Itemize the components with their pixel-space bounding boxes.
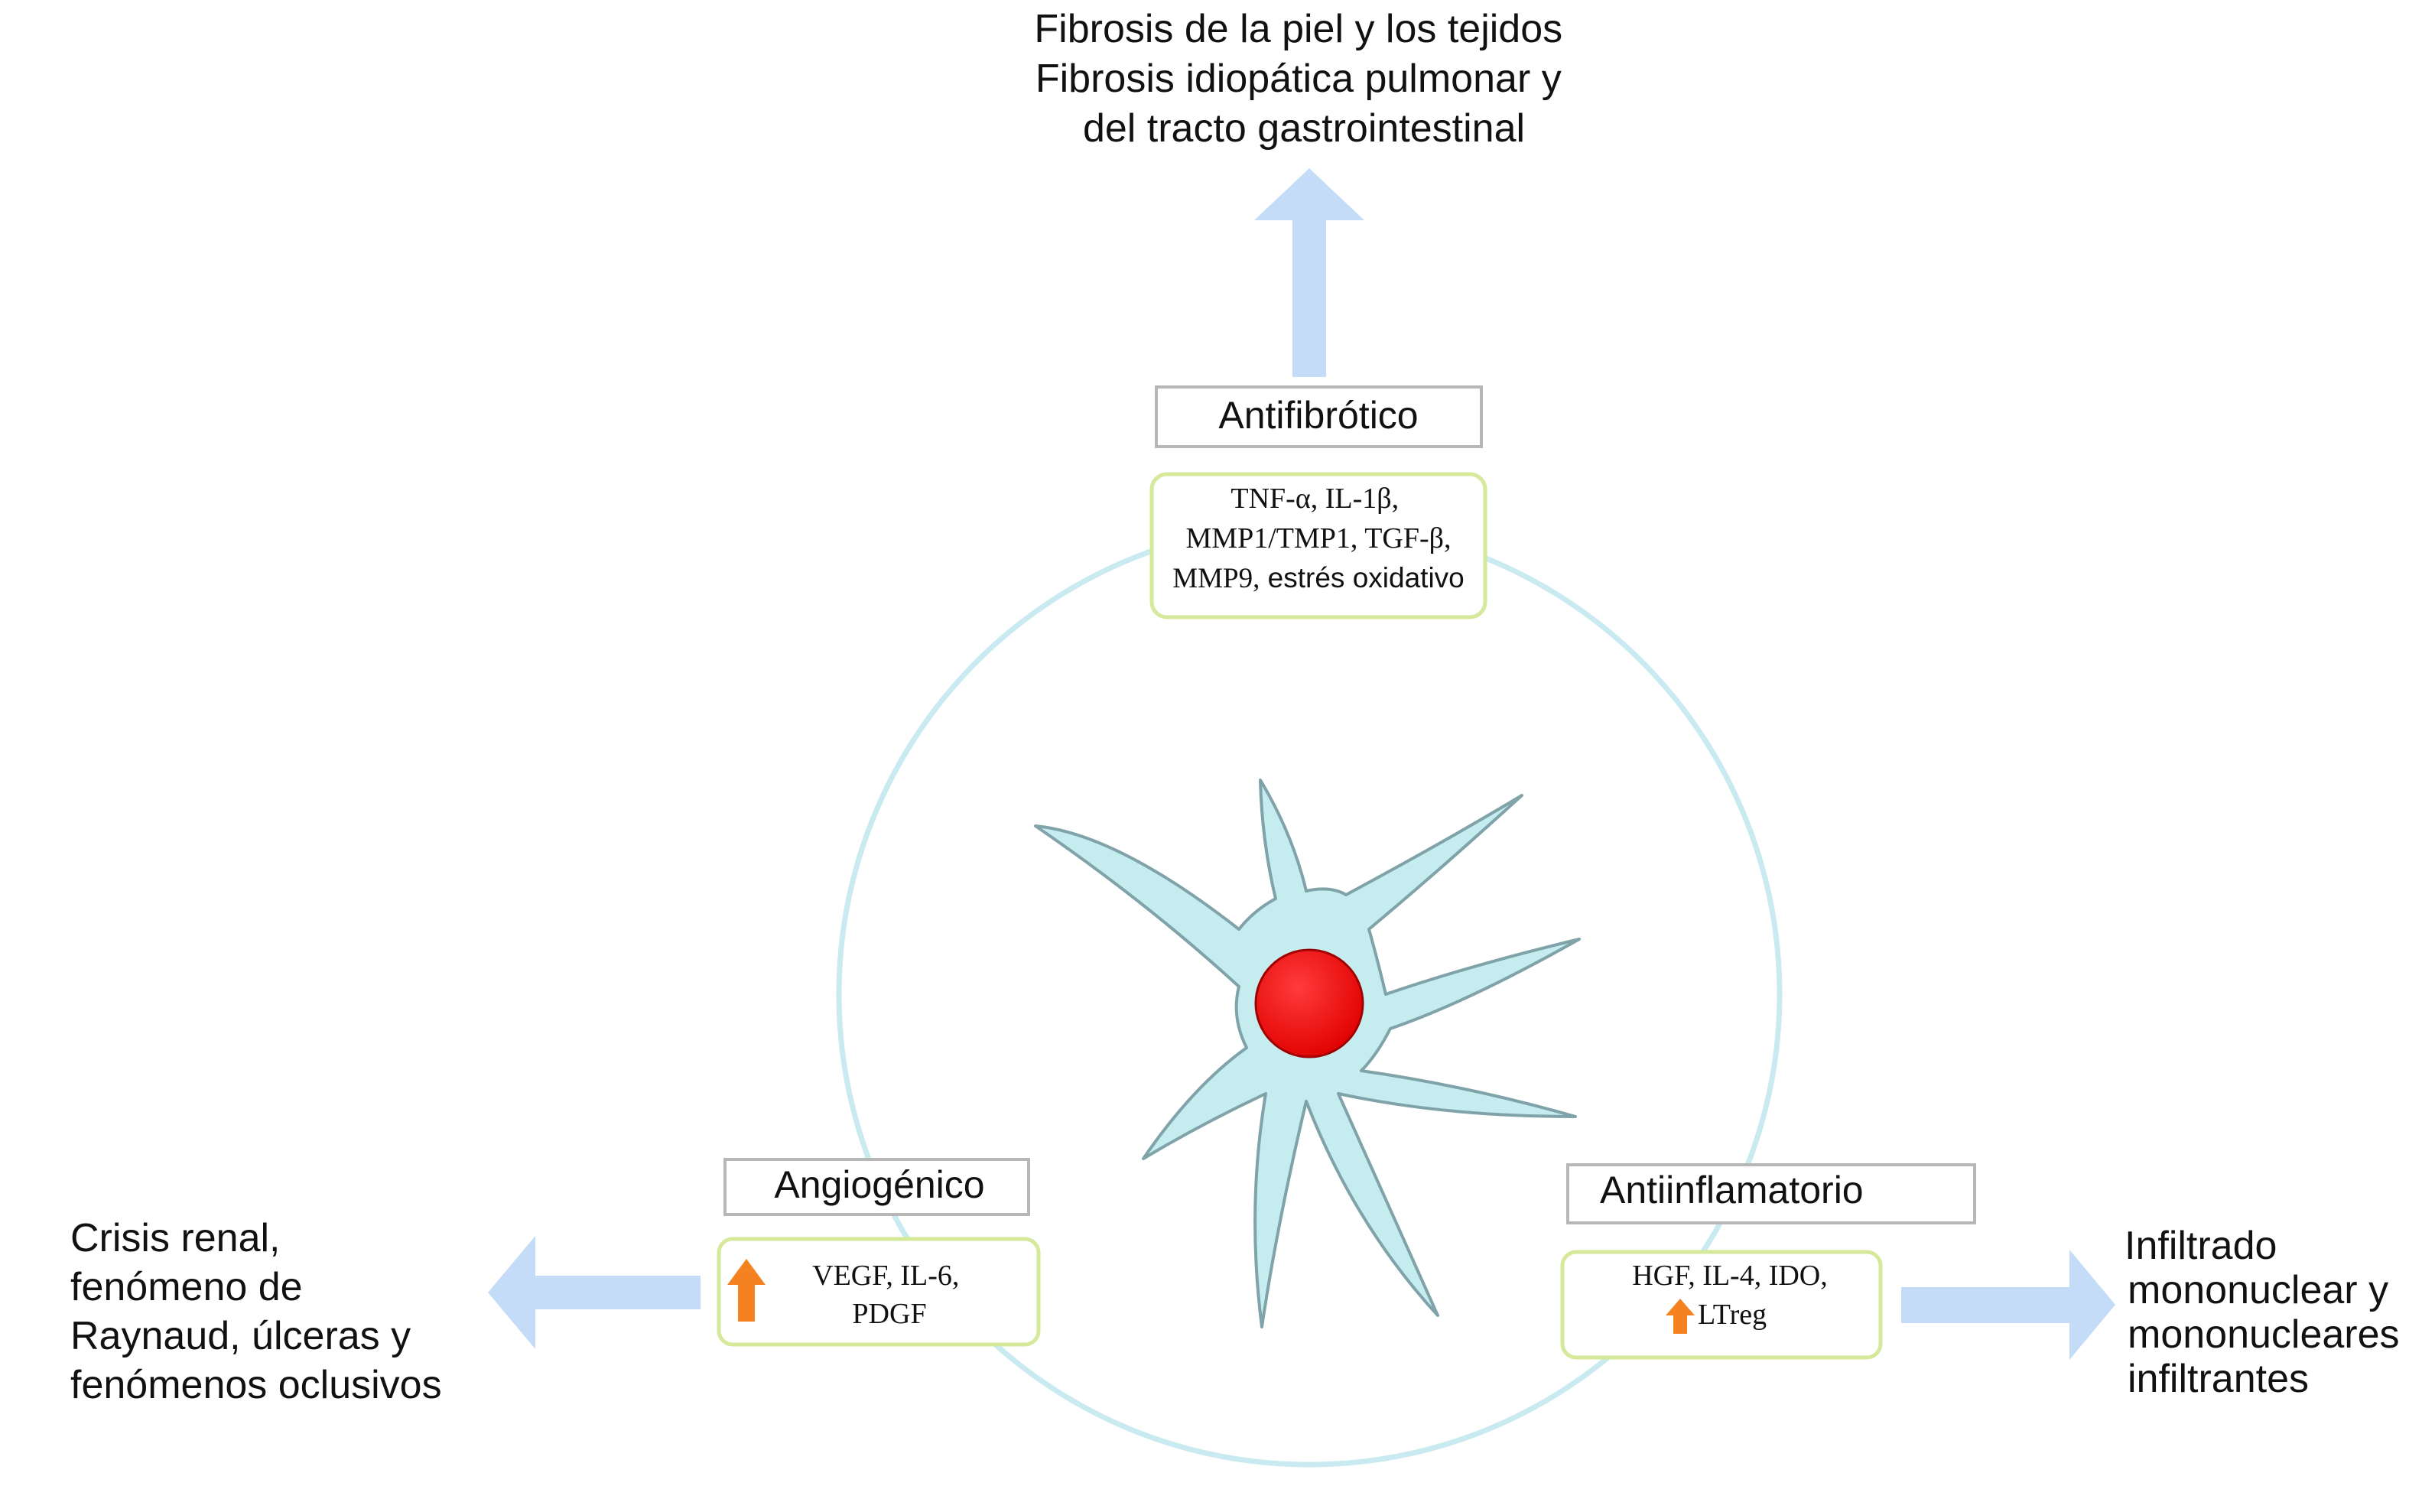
antiinflammatory-label: Antiinflamatorio [1600, 1169, 1864, 1211]
top-pathway-arrow [1254, 168, 1364, 377]
antifibrotic-mechanism-last-line: MMP9, estrés oxidativo [1172, 562, 1465, 594]
left-outcome-text: Crisis renal, fenómeno de Raynaud, úlcer… [70, 1216, 442, 1407]
antifibrotic-label-box [1155, 385, 1483, 448]
antifibrotic-mechanism-text: TNF-α, IL-1β, MMP1/TMP1, TGF-β, [1186, 483, 1452, 554]
angiogenic-label: Angiogénico [774, 1163, 984, 1206]
right-pathway-arrow [1901, 1250, 2115, 1360]
cell-nucleus [1254, 948, 1364, 1058]
top-outcome-text: Fibrosis de la piel y los tejidos Fibros… [1034, 7, 1573, 151]
antifibrotic-label: Antifibrótico [1218, 394, 1418, 437]
antiinflammatory-mechanism-text: HGF, IL-4, IDO, [1632, 1260, 1828, 1292]
up-arrow-icon [1666, 1299, 1695, 1334]
antiinflammatory-mechanism-box [1560, 1250, 1883, 1360]
right-outcome-text: Infiltrado mononuclear y mononucleares i… [2125, 1224, 2411, 1401]
antiinflammatory-label-box [1566, 1163, 1976, 1224]
angiogenic-mechanism-box [717, 1237, 1041, 1347]
angiogenic-mechanism-text: VEGF, IL-6, PDGF [812, 1260, 967, 1330]
antifibrotic-mechanism-box [1149, 472, 1487, 619]
ltreg-label: LTreg [1698, 1299, 1767, 1331]
up-arrow-icon [727, 1259, 766, 1322]
mesenchymal-stem-cell-icon [1034, 779, 1581, 1328]
angiogenic-label-box [723, 1158, 1030, 1216]
left-pathway-arrow [488, 1236, 701, 1349]
